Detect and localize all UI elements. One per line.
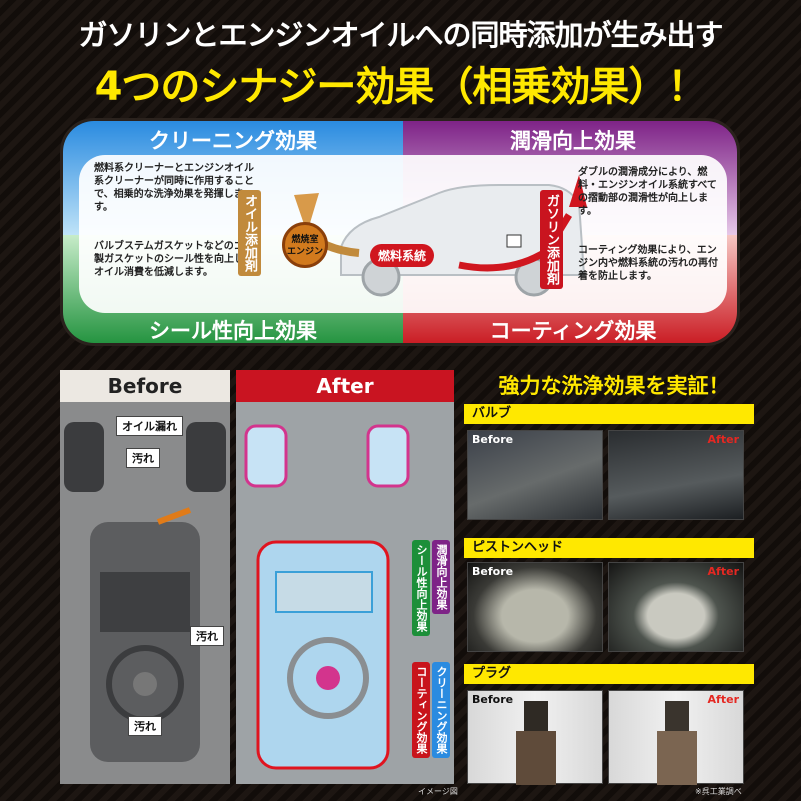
plug-after-illustration: [657, 701, 697, 785]
plug-before-photo: Before: [467, 690, 603, 785]
valve-before-label: Before: [472, 433, 514, 446]
plug-before-illustration: [516, 701, 556, 785]
piston-after-label: After: [707, 565, 739, 578]
plug-after-photo: After: [608, 690, 744, 785]
engine-label-1: 燃焼室: [291, 235, 319, 245]
piston-before-photo: Before: [467, 562, 603, 652]
piston-after-photo: After: [608, 562, 744, 652]
synergy-panel: クリーニング効果 潤滑向上効果 シール性向上効果 コーティング効果: [60, 118, 740, 346]
engine-before-illustration: [64, 422, 226, 762]
fuel-system-label: 燃料系統: [370, 244, 435, 267]
section-plug: プラグ: [464, 664, 754, 684]
source-note: ※呉工業調べ: [695, 787, 742, 796]
cleaning-title: クリーニング効果: [149, 129, 317, 153]
plug-after-label: After: [707, 693, 739, 706]
engine-badge: 燃焼室 エンジン: [282, 222, 328, 268]
label-lube-effect: 潤滑向上効果: [432, 540, 450, 614]
coating-title: コーティング効果: [489, 319, 657, 343]
dirt-badge-3: 汚れ: [128, 716, 162, 736]
gas-additive-label: ガソリン添加剤: [540, 190, 563, 289]
headline-line1: ガソリンとエンジンオイルへの同時添加が生み出す: [78, 18, 723, 52]
plug-before-label: Before: [472, 693, 514, 706]
valve-before-photo: Before: [467, 430, 603, 520]
sealing-title: シール性向上効果: [149, 319, 317, 343]
image-note: イメージ図: [418, 787, 458, 796]
dirt-badge-1: 汚れ: [126, 448, 160, 468]
engine-label-2: エンジン: [286, 247, 323, 257]
oil-leak-badge: オイル漏れ: [116, 416, 183, 436]
label-coat-effect: コーティング効果: [412, 662, 430, 758]
headline-line2: 4つのシナジー効果（相乗効果）！: [94, 64, 708, 110]
proof-title: 強力な洗浄効果を実証！: [498, 374, 730, 398]
lubrication-title: 潤滑向上効果: [510, 129, 636, 153]
coating-text: コーティング効果により、エンジン内や燃料系統の汚れの再付着を防止します。: [578, 245, 718, 282]
section-valve: バルブ: [464, 404, 754, 424]
piston-before-label: Before: [472, 565, 514, 578]
valve-after-label: After: [707, 433, 739, 446]
sealing-text: バルブステムガスケットなどのゴム製ガスケットのシール性を向上し、オイル消費を低減…: [94, 241, 254, 278]
valve-after-photo: After: [608, 430, 744, 520]
label-seal-effect: シール性向上効果: [412, 540, 430, 636]
section-piston-head: ピストンヘッド: [464, 538, 754, 558]
engine-after-illustration: [244, 424, 410, 770]
before-header: Before: [60, 370, 230, 402]
lubrication-text: ダブルの潤滑成分により、燃料・エンジンオイル系統すべての摺動部の潤滑性が向上しま…: [578, 167, 717, 217]
cleaning-text: 燃料系クリーナーとエンジンオイル系クリーナーが同時に作用することで、相乗的な洗浄…: [94, 163, 254, 213]
after-header: After: [236, 370, 454, 402]
dirt-badge-2: 汚れ: [190, 626, 224, 646]
label-clean-effect: クリーニング効果: [432, 662, 450, 758]
oil-additive-label: オイル添加剤: [238, 190, 261, 276]
